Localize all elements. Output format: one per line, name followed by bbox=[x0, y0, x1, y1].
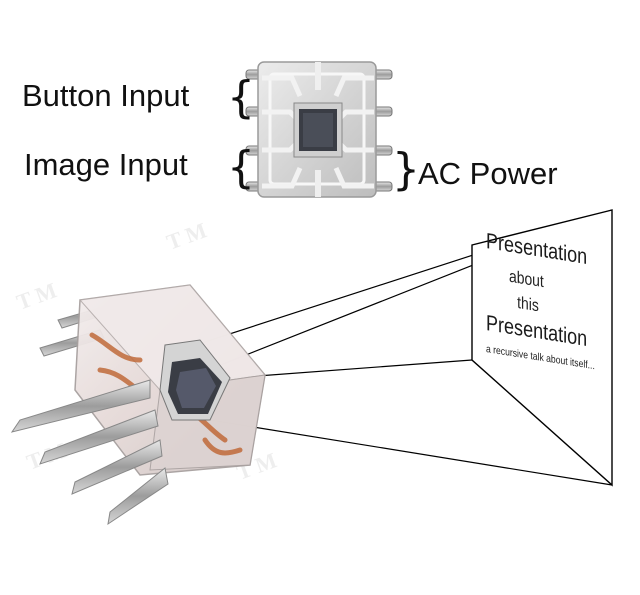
ic-chip-top-view-icon bbox=[245, 61, 393, 198]
ac-power-brace: } bbox=[392, 144, 420, 195]
screen-line-this: this bbox=[517, 294, 539, 316]
svg-text:T M: T M bbox=[163, 217, 210, 254]
svg-text:T M: T M bbox=[13, 277, 60, 314]
ac-power-label: AC Power bbox=[418, 156, 558, 191]
image-input-brace: { bbox=[227, 142, 255, 193]
button-input-label: Button Input bbox=[22, 78, 190, 113]
projection-screen bbox=[471, 209, 613, 487]
image-input-label: Image Input bbox=[24, 147, 188, 182]
dip-chip-3d-icon bbox=[10, 284, 266, 526]
button-input-brace: { bbox=[227, 72, 255, 123]
